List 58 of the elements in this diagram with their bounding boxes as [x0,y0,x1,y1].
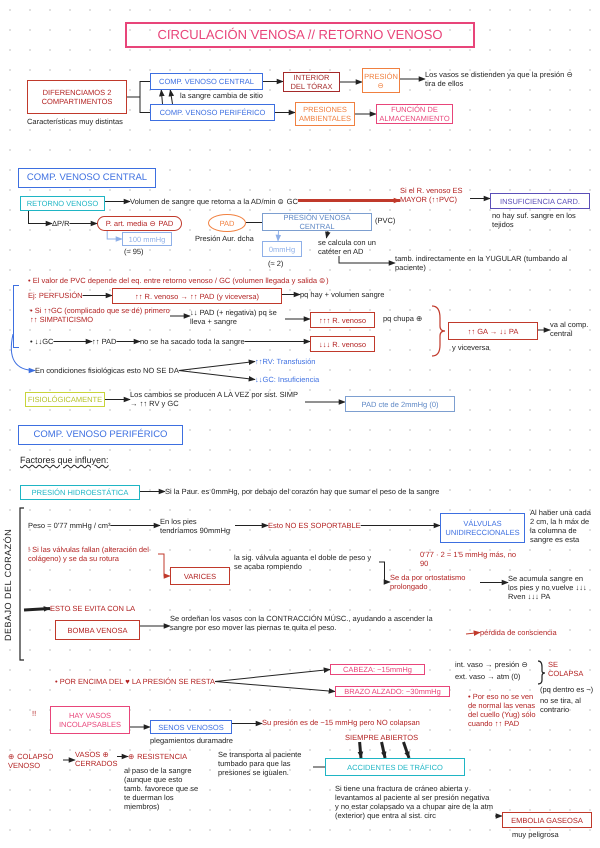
arrow [304,399,346,405]
arrow [178,359,256,371]
arrow [178,370,256,382]
arrow [380,742,387,759]
arrow [276,230,282,242]
connector-line [246,222,262,223]
arrow [110,522,161,528]
arrow [402,742,410,759]
arrow [82,292,113,298]
arrow [130,724,151,730]
arrow [170,313,191,319]
arrow [480,580,509,586]
arrow [62,757,76,763]
arrow [234,522,269,528]
arrow [116,338,141,344]
arrow [298,198,401,204]
title: CIRCULACIÓN VENOSA // RETORNO VENOSO [125,22,475,48]
arrow [358,742,364,759]
arrow [140,488,166,494]
arrow [538,327,551,333]
arrow [116,754,129,760]
arrow [232,720,263,726]
arrow [158,554,171,579]
arrow [378,562,391,585]
arrow [340,79,363,85]
connector-line [126,96,150,113]
arrow [244,338,311,344]
arrow [159,89,165,104]
arrow [325,230,331,239]
arrow [282,292,301,298]
note-text: Factores que influyen: [20,455,110,466]
arrow [338,256,396,266]
arrow [28,210,53,226]
arrow [274,110,296,116]
arrow [284,316,311,322]
section-heading: COMP. VENOSO PERIFÉRICO [18,425,183,445]
arrow [354,111,377,117]
arrow [214,667,331,682]
arrow [24,606,51,612]
arrow [104,396,131,402]
note-text: DEBAJO DEL CORAZÓN [3,528,14,644]
section-heading: COMP. VENOSO CENTRAL [18,168,156,188]
arrow [494,813,503,819]
arrow [140,623,171,629]
arrow [168,89,174,104]
arrow [470,196,491,202]
arrow [214,681,336,694]
arrow [106,230,123,242]
arrow [400,76,426,82]
arrow [104,198,131,204]
arrow [69,220,98,226]
arrow [360,522,441,528]
arrow [10,334,36,373]
arrow [52,338,93,344]
bracket [13,285,19,348]
arrow [262,78,284,84]
arrow [466,630,481,636]
connector-line [312,766,326,768]
